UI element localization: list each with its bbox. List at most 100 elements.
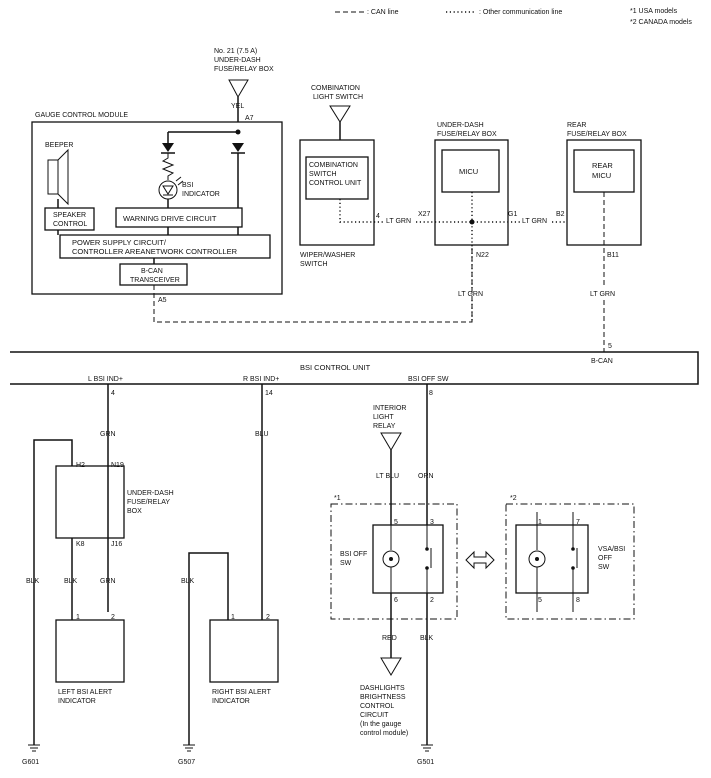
left-pin-k8: K8 [76, 541, 85, 548]
usa-lamp-filament [389, 557, 393, 561]
micu-inner [441, 149, 500, 193]
fuse-label-3: FUSE/RELAY BOX [214, 66, 274, 73]
combo-title-1: COMBINATION [311, 85, 360, 92]
dashlights-arrow-icon [380, 657, 402, 676]
right-wire-blk: BLK [181, 578, 195, 585]
bsi-unit-r-pin: 14 [265, 390, 273, 397]
wire-red: RED [382, 635, 397, 642]
left-alert-label-2: INDICATOR [58, 698, 96, 705]
left-blk-outer-wire [33, 439, 73, 745]
beeper-body-icon [47, 159, 59, 195]
usa-pin-2: 2 [430, 597, 434, 604]
right-alert-label-1: RIGHT BSI ALERT [212, 689, 272, 696]
left-pin-h2: H2 [76, 462, 85, 469]
dash-label-2: BRIGHTNESS [360, 694, 406, 701]
left-pin-n19: N19 [111, 462, 124, 469]
wire-orn: ORN [418, 473, 434, 480]
legend-note-canada: *2 CANADA models [630, 19, 692, 26]
left-box-label-2: FUSE/RELAY [127, 499, 170, 506]
switch-ground-label: G501 [417, 759, 434, 766]
micu-pin-n22: N22 [476, 252, 489, 259]
usa-sw-contact-top [425, 547, 429, 551]
right-alert-pin-2: 2 [266, 614, 270, 621]
canada-vsa-bsi-switch [515, 524, 589, 594]
micu-wire-down: LT GRN [458, 291, 483, 298]
bsi-indicator-label-1: BSI [182, 182, 193, 189]
right-ground-label: G507 [178, 759, 195, 766]
led-symbol-icon [162, 185, 174, 195]
combo-sub-label-2: SWITCH [300, 261, 328, 268]
combo-wire-ltgrn: LT GRN [386, 218, 411, 225]
speaker-control-label-1: SPEAKER [53, 212, 86, 219]
fuse-pin-a7: A7 [245, 115, 254, 122]
combo-control-unit [305, 156, 369, 200]
warning-drive-circuit [115, 207, 243, 228]
right-blk-wire [188, 552, 229, 745]
right-alert-label-2: INDICATOR [212, 698, 250, 705]
usa-pin-5: 5 [394, 519, 398, 526]
left-wire-grn-lower: GRN [100, 578, 116, 585]
combo-title-2: LIGHT SWITCH [313, 94, 363, 101]
legend-other-line: : Other communication line [479, 9, 562, 16]
bsi-unit-off-sw: BSI OFF SW [408, 376, 449, 383]
rear-title-1: REAR [567, 122, 586, 129]
gcm-pin-a5: A5 [158, 297, 167, 304]
either-or-arrow-icon [465, 550, 495, 570]
right-alert-pin-1: 1 [231, 614, 235, 621]
micu-pin-x27: X27 [418, 211, 431, 218]
micu-label: MICU [459, 167, 478, 176]
bsi-unit-bcan: B-CAN [591, 358, 613, 365]
bsi-unit-l-pin: 4 [111, 390, 115, 397]
bsi-unit-outline [10, 351, 699, 385]
usa-switch-label-2: SW [340, 560, 352, 567]
rear-title-2: FUSE/RELAY BOX [567, 131, 627, 138]
canada-sw-contact-top [571, 547, 575, 551]
right-alert-branch: BLU BLK 1 2 RIGHT BSI ALERT INDICATOR G5… [178, 384, 279, 766]
led-ray-2-icon [177, 180, 184, 186]
combo-unit-label-1: COMBINATION [309, 162, 358, 169]
bsi-unit-off-pin: 8 [429, 390, 433, 397]
resistor-icon [161, 153, 175, 180]
left-underdash-box [55, 465, 125, 539]
bsi-unit-title: BSI CONTROL UNIT [300, 363, 371, 372]
left-wire-blk-outer: BLK [26, 578, 40, 585]
fuse-label-1: No. 21 (7.5 A) [214, 48, 257, 55]
right-bsi-alert-indicator [209, 619, 279, 683]
bsi-indicator-label-2: INDICATOR [182, 191, 220, 198]
diode-right-icon [232, 143, 244, 152]
canada-pin-8: 8 [576, 597, 580, 604]
canada-switch-label-1: VSA/BSI [598, 546, 625, 553]
rear-micu-inner [573, 149, 635, 193]
rear-unit-label-2: MICU [592, 171, 611, 180]
rear-fuse-relay-box: REAR FUSE/RELAY BOX REAR MICU B2 B11 LT … [556, 122, 642, 298]
relay-label-3: RELAY [373, 423, 396, 430]
left-alert-label-1: LEFT BSI ALERT [58, 689, 113, 696]
canada-switch-label-3: SW [598, 564, 610, 571]
combo-unit-label-3: CONTROL UNIT [309, 180, 362, 187]
bsi-unit-pin-5: 5 [608, 343, 612, 350]
legend-note-usa: *1 USA models [630, 8, 678, 15]
canada-pin-1: 1 [538, 519, 542, 526]
left-box-label-1: UNDER-DASH [127, 490, 174, 497]
relay-arrow-icon [380, 432, 402, 451]
legend: : CAN line : Other communication line *1… [335, 8, 692, 26]
diode-left-icon [162, 143, 174, 152]
note-usa: *1 [334, 495, 341, 502]
speaker-control-label-2: CONTROL [53, 221, 87, 228]
usa-pin-6: 6 [394, 597, 398, 604]
bsi-off-switch-branch: INTERIOR LIGHT RELAY LT BLU ORN *1 BSI O… [330, 384, 635, 766]
power-supply-label-1: POWER SUPPLY CIRCUIT/ [72, 238, 167, 247]
canada-pin-7: 7 [576, 519, 580, 526]
left-pin-j16: J16 [111, 541, 122, 548]
micu-title-2: FUSE/RELAY BOX [437, 131, 497, 138]
comm-line-combo-a [339, 199, 385, 223]
beeper-label: BEEPER [45, 142, 73, 149]
combo-arrow-icon [329, 105, 351, 123]
rear-pin-b2: B2 [556, 211, 565, 218]
relay-label-1: INTERIOR [373, 405, 406, 412]
dash-label-3: CONTROL [360, 703, 394, 710]
usa-pin-3: 3 [430, 519, 434, 526]
combo-sub-label-1: WIPER/WASHER [300, 252, 355, 259]
gcm-title: GAUGE CONTROL MODULE [35, 112, 128, 119]
